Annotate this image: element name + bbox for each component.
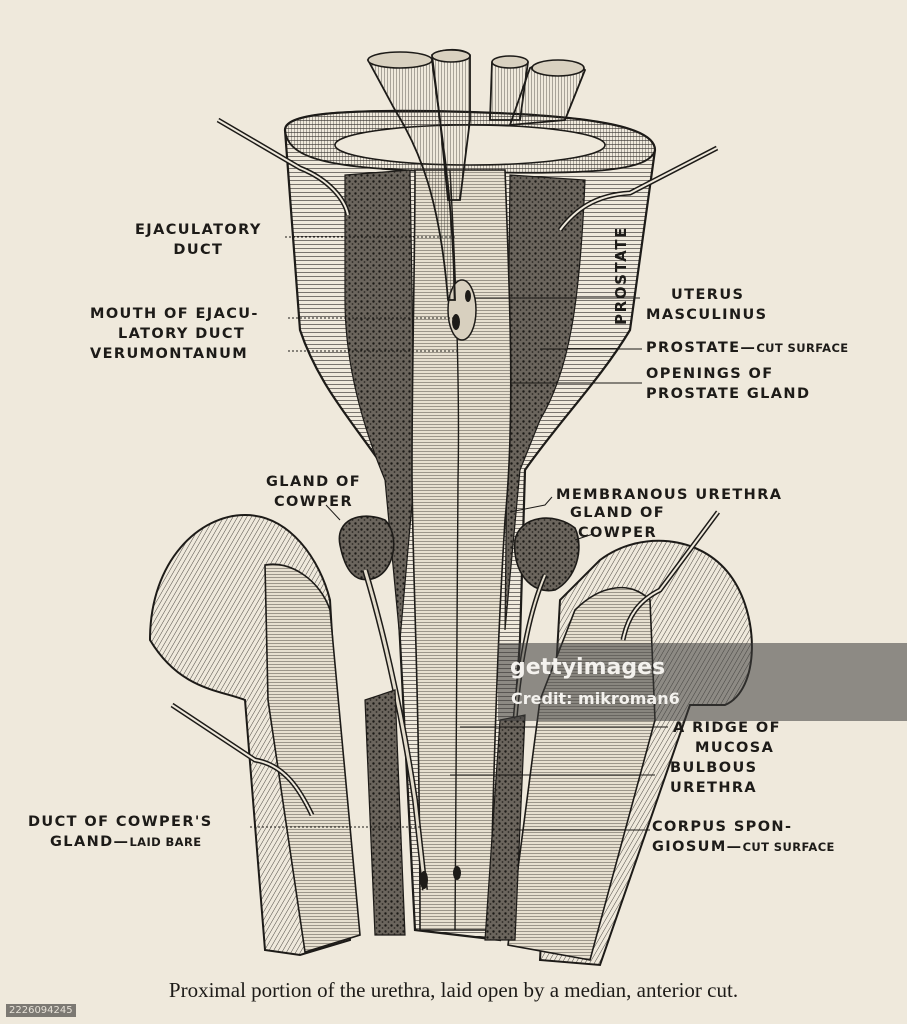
label-prostate-vertical: PROSTATE [612,226,630,325]
label-openings-line2: PROSTATE GLAND [646,386,811,402]
label-verumontanum: VERUMONTANUM [90,344,248,364]
label-mouth-of-ejaculatory-duct: MOUTH OF EJACU- LATORY DUCT [90,304,259,344]
label-duct-line2-suffix: LAID BARE [129,835,202,849]
label-prostate-cut-main: PROSTATE— [646,340,757,356]
label-uterus-line1: UTERUS [671,287,745,303]
watermark-credit: Credit: mikroman6 [511,689,680,708]
label-mouth-line1: MOUTH OF EJACU- [90,306,259,322]
label-ridge-line2: MUCOSA [695,740,775,756]
label-prostate-cut-surface: PROSTATE—CUT SURFACE [646,338,849,358]
label-ejaculatory-duct: EJACULATORY DUCT [135,220,262,260]
label-gland-of-cowper-right: GLAND OF COWPER [570,503,665,543]
label-verumontanum-text: VERUMONTANUM [90,346,249,362]
label-corpus-line2-main: GIOSUM— [652,839,743,855]
left-bulb [148,513,361,957]
label-corpus-line2: GIOSUM—CUT SURFACE [652,837,835,857]
label-ridge-line1: A RIDGE OF [673,720,781,736]
label-membranous-text: MEMBRANOUS URETHRA [556,487,783,503]
stock-image-id: 2226094245 [6,1004,76,1017]
label-duct-line1: DUCT OF COWPER'S [28,814,213,830]
label-cowper-left-line1: GLAND OF [266,474,362,490]
label-duct-of-cowpers-gland: DUCT OF COWPER'S GLAND—LAID BARE [28,812,213,852]
label-corpus-line2-suffix: CUT SURFACE [742,840,835,854]
label-prostate-cut-suffix: CUT SURFACE [756,341,849,355]
cowper-glands [338,515,580,891]
label-cowper-left-line2: COWPER [273,494,354,510]
label-openings-of-prostate-gland: OPENINGS OF PROSTATE GLAND [646,364,810,404]
label-ridge-of-mucosa: A RIDGE OF MUCOSA [673,718,781,758]
label-uterus-masculinus: UTERUS MASCULINUS [646,285,768,325]
label-bulbous-line2: URETHRA [670,780,758,796]
label-membranous-urethra: MEMBRANOUS URETHRA [556,485,782,505]
label-cowper-right-line2: COWPER [577,525,658,541]
label-bulbous-urethra: BULBOUS URETHRA [670,758,757,798]
label-gland-of-cowper-left: GLAND OF COWPER [266,472,361,512]
label-ejaculatory-duct-line1: EJACULATORY [135,222,262,238]
leader-lines [250,236,668,831]
label-ejaculatory-duct-line2: DUCT [173,242,224,258]
label-openings-line1: OPENINGS OF [646,366,774,382]
label-corpus-spongiosum: CORPUS SPON- GIOSUM—CUT SURFACE [652,817,835,857]
watermark-logo: gettyimages [510,655,666,680]
watermark: gettyimages Credit: mikroman6 [498,643,907,721]
figure-caption: Proximal portion of the urethra, laid op… [168,978,739,1002]
label-corpus-line1: CORPUS SPON- [652,819,793,835]
label-duct-line2: GLAND—LAID BARE [28,832,213,852]
lower-stipple [364,689,526,941]
label-uterus-line2: MASCULINUS [646,307,768,323]
label-duct-line2-main: GLAND— [50,834,130,850]
label-cowper-right-line1: GLAND OF [570,505,666,521]
label-bulbous-line1: BULBOUS [670,760,758,776]
probes [170,117,721,817]
top-ducts [366,48,587,301]
label-mouth-line2: LATORY DUCT [118,326,246,342]
